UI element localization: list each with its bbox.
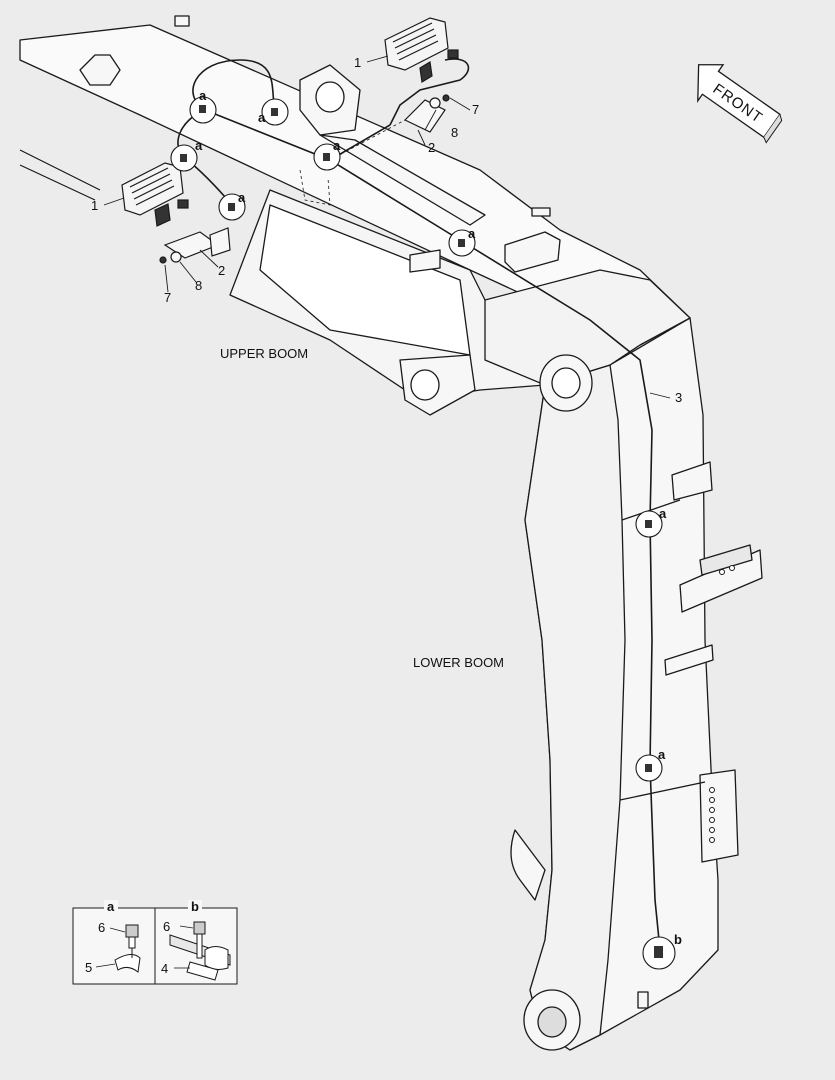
callout-7-upper: 7 [472,102,479,117]
work-lamp-left [121,162,189,227]
lower-boom [510,304,763,1051]
callout-8-upper: 8 [451,125,458,140]
detail-inset: a 6 5 b 6 [72,899,238,985]
callout-1-left: 1 [91,198,98,213]
marker-a-8: a [658,747,666,762]
front-arrow: FRONT [697,64,783,144]
callout-2-upper: 2 [428,140,435,155]
detail-b-callout-4: 4 [161,961,168,976]
marker-a-1: a [199,88,207,103]
marker-a-6: a [468,226,476,241]
upper-boom-label: UPPER BOOM [220,346,308,361]
detail-a-title: a [107,899,115,914]
upper-rail [19,149,101,201]
marker-a-4: a [238,190,246,205]
marker-a-7: a [659,506,667,521]
lower-boom-label: LOWER BOOM [413,655,504,670]
leader-lines [103,55,671,399]
bracket-holes [709,565,735,843]
detail-b-callout-6: 6 [163,919,170,934]
lamp-brackets [159,94,450,264]
detail-b: b 6 4 [161,899,231,981]
work-lamp-upper [384,17,459,83]
callout-3-harness: 3 [675,390,682,405]
callout-2-left: 2 [218,263,225,278]
upper-boom [19,15,691,416]
marker-a-5: a [333,138,341,153]
detail-a-callout-5: 5 [85,960,92,975]
marker-b-1: b [674,932,682,947]
marker-a-2: a [258,110,266,125]
callout-8-left: 8 [195,278,202,293]
clamp-marker-glyphs [180,105,663,958]
detail-b-title: b [191,899,199,914]
hidden-lines [299,119,406,206]
detail-a: a 6 5 [85,899,141,975]
marker-a-3: a [195,138,203,153]
callout-1-upper: 1 [354,55,361,70]
callout-7-left: 7 [164,290,171,305]
detail-a-callout-6: 6 [98,920,105,935]
